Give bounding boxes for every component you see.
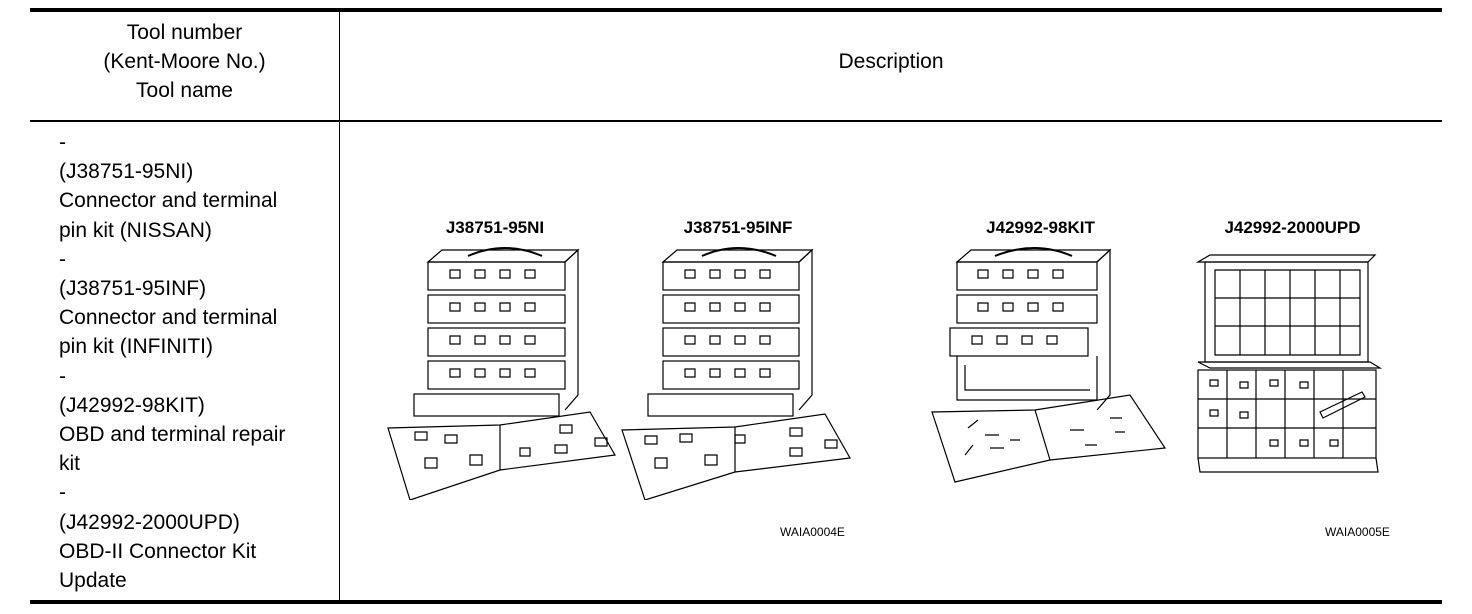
tool-dash: - <box>59 131 66 154</box>
tool-kits-illustration <box>387 247 1383 500</box>
tool-number: (J38751-95INF) <box>59 277 207 301</box>
tool-name-line: OBD-II Connector Kit <box>59 539 257 563</box>
figure-code-left: WAIA0004E <box>780 525 845 539</box>
kit-98kit-cabinet-icon <box>931 247 1167 483</box>
tool-name-line: Connector and terminal <box>59 189 278 213</box>
tool-dash: - <box>59 364 66 388</box>
kit-label-2000upd: J42992-2000UPD <box>1224 218 1361 237</box>
tool-number: (J42992-2000UPD) <box>59 510 240 534</box>
table-top-rule <box>30 8 1442 12</box>
tool-dash: - <box>59 481 66 505</box>
tool-column-header: Tool number (Kent-Moore No.) Tool name <box>30 18 339 105</box>
tool-name-line: pin kit (INFINITI) <box>59 335 214 359</box>
tool-dash: - <box>59 247 66 271</box>
kit-2000upd-organizer-icon <box>1195 254 1383 473</box>
header-divider-rule <box>30 120 1442 122</box>
tool-name-line: kit <box>59 452 80 476</box>
tool-name-line: pin kit (NISSAN) <box>59 218 212 242</box>
kit-95inf-cabinet-icon <box>621 247 851 500</box>
table-bottom-rule <box>30 600 1442 604</box>
tool-list: - (J38751-95NI) Connector and terminal p… <box>59 128 329 595</box>
figure-code-right: WAIA0005E <box>1325 525 1390 539</box>
kit-label-95ni: J38751-95NI <box>445 218 545 237</box>
description-column-header: Description <box>838 50 944 73</box>
kit-95ni-cabinet-icon <box>387 247 616 500</box>
tool-name-line: OBD and terminal repair <box>59 423 286 447</box>
header-tool-name: Tool name <box>136 79 233 102</box>
tool-number: (J38751-95NI) <box>59 160 194 184</box>
kit-label-95inf: J38751-95INF <box>683 218 793 237</box>
tool-name-line: Update <box>59 569 127 593</box>
kit-label-98kit: J42992-98KIT <box>986 218 1095 237</box>
tool-name-line: Connector and terminal <box>59 306 278 330</box>
column-divider <box>339 12 340 600</box>
header-kent-moore: (Kent-Moore No.) <box>103 50 266 73</box>
header-tool-number: Tool number <box>126 21 243 44</box>
tool-number: (J42992-98KIT) <box>59 393 205 417</box>
